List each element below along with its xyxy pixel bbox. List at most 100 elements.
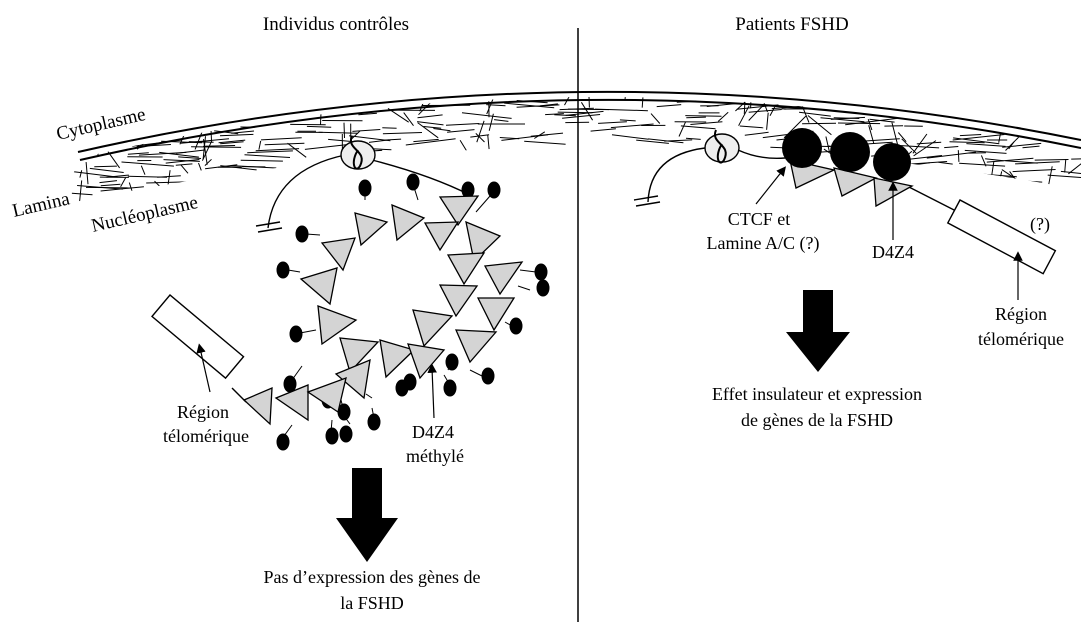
lamina-fiber — [1015, 161, 1060, 165]
lamina-fiber — [352, 129, 381, 132]
d4z4-repeat — [334, 358, 371, 400]
left-methyl-groups — [276, 173, 550, 451]
d4z4-repeat — [412, 309, 454, 348]
lamina-fiber — [913, 140, 937, 157]
methyl-group — [276, 433, 290, 451]
right-chromatin-fiber-a — [647, 147, 706, 203]
lamina-fiber — [998, 128, 1002, 143]
lamina-fiber — [264, 142, 305, 146]
lamina-meshwork — [71, 96, 1081, 205]
d4z4-repeat — [423, 221, 460, 252]
d4z4-repeat — [339, 337, 380, 374]
lamina-fiber — [624, 96, 627, 101]
lamina-fiber — [562, 114, 601, 119]
lamina-fiber — [901, 138, 917, 154]
lamina-fiber — [85, 186, 133, 189]
lamina-fiber — [678, 121, 687, 137]
lamina-fiber — [1068, 152, 1081, 175]
lamina-fiber — [127, 175, 168, 178]
methyl-group — [509, 317, 523, 335]
lamina-fiber — [588, 96, 590, 108]
lamina-fiber — [99, 180, 118, 184]
lamina-fiber — [136, 144, 171, 147]
lamina-fiber — [94, 165, 117, 168]
d4z4-repeat — [454, 329, 498, 364]
lamina-fiber — [949, 141, 985, 144]
lamina-fiber — [165, 159, 200, 164]
left-telomeric-tail — [231, 387, 247, 403]
left-anchor-coil — [349, 135, 363, 170]
lamina-fiber — [641, 96, 644, 108]
methyl-group — [295, 225, 309, 243]
lamina-fiber — [545, 113, 564, 116]
lamina-fiber — [557, 111, 593, 114]
lamina-fiber — [220, 141, 244, 145]
lamina-fiber — [648, 138, 684, 144]
d4z4-repeat — [242, 386, 273, 426]
methyl-group — [325, 427, 339, 445]
lamina-fiber — [980, 155, 987, 167]
lamina-fiber — [997, 171, 1003, 188]
lamina-fiber — [203, 145, 236, 147]
lamina-fiber — [343, 122, 345, 139]
d4z4-repeat — [407, 343, 446, 380]
right-anchor-ellipse — [704, 133, 740, 163]
lamina-fiber — [1071, 157, 1081, 160]
lamina-fiber — [680, 125, 716, 130]
lamina-fiber — [799, 111, 831, 117]
lamina-fiber — [240, 159, 283, 162]
d4z4-repeat — [354, 212, 389, 247]
lamina-fiber — [140, 165, 146, 175]
d4z4-repeat — [438, 284, 479, 318]
right-outcome-line-2: de gènes de la FSHD — [741, 410, 893, 430]
lamina-fiber — [260, 137, 302, 141]
lamina-fiber — [403, 112, 414, 126]
lamina-fiber — [1047, 174, 1081, 179]
left-telomeric-region-box — [151, 294, 245, 380]
lamina-fiber — [504, 102, 555, 109]
lamina-fiber — [897, 132, 907, 143]
nuclear-membrane-inner — [79, 98, 1081, 161]
right-telomeric-region-box — [946, 199, 1057, 275]
lamina-fiber — [100, 183, 121, 187]
lamina-fiber — [802, 122, 837, 125]
d4z4-repeat — [299, 267, 338, 306]
lamina-fiber — [567, 108, 610, 111]
lamina-fiber — [748, 109, 782, 113]
lamina-fiber — [351, 130, 361, 140]
lamina-fiber — [952, 134, 1005, 141]
right-question-mark: (?) — [1030, 214, 1050, 235]
lamina-fiber — [686, 116, 706, 119]
lamina-fiber — [405, 138, 456, 146]
lamina-fiber — [178, 156, 202, 159]
d4z4-repeat — [465, 220, 502, 263]
right-outcome-line-1: Effet insulateur et expression — [712, 384, 922, 404]
methyl-group — [534, 263, 548, 281]
d4z4-repeat — [317, 305, 358, 346]
methyl-group — [406, 173, 420, 191]
right-panel-title: Patients FSHD — [735, 14, 849, 35]
lamina-fiber — [71, 171, 118, 178]
d4z4-repeat — [833, 167, 878, 197]
lamina-fiber — [738, 105, 750, 126]
lamina-fiber — [916, 141, 942, 145]
left-d4z4-label-2: méthylé — [406, 446, 464, 466]
lamina-fiber — [201, 142, 212, 161]
lamina-fiber — [676, 100, 697, 103]
left-d4z4-pointer — [427, 363, 437, 419]
right-chromatin-fiber-c — [904, 184, 959, 213]
lamina-fiber — [1022, 145, 1040, 149]
lamina-fiber — [445, 123, 480, 126]
lamina-fiber — [127, 152, 149, 155]
lamina-fiber — [908, 155, 943, 160]
right-ctcf-proteins — [782, 128, 911, 181]
right-ctcf-label-2: Lamine A/C (?) — [707, 233, 820, 254]
lamina-fiber — [494, 119, 509, 122]
lamina-fiber — [1012, 169, 1056, 173]
lamina-fiber — [830, 116, 866, 120]
lamina-fiber — [501, 134, 549, 141]
left-chromatin-fiber-a — [267, 154, 346, 229]
lamina-fiber — [959, 162, 1006, 167]
lamina-fiber — [387, 107, 409, 123]
